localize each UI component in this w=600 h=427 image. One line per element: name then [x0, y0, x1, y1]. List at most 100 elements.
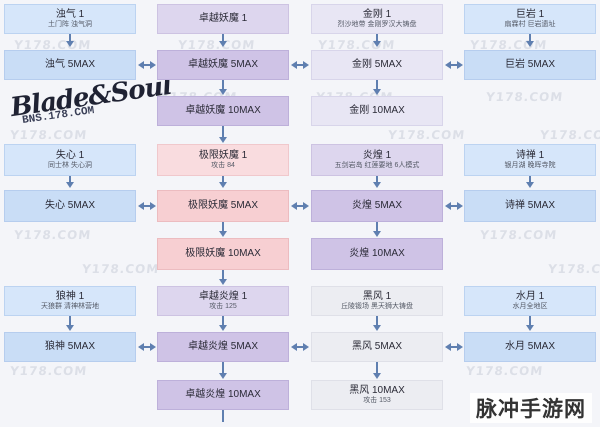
- node-title: 浊气 1: [55, 8, 85, 20]
- node-col3-r7: 黑风 1 丘陵锻场 黑天狮大铸盘: [311, 286, 443, 316]
- down-arrow-icon: [526, 182, 534, 188]
- node-title: 水月 5MAX: [504, 341, 555, 353]
- flow-connector: [222, 176, 224, 182]
- down-arrow-icon: [219, 279, 227, 285]
- down-arrow-icon: [373, 231, 381, 237]
- node-subtitle: 水月全地区: [512, 303, 548, 311]
- node-title: 失心 1: [55, 149, 85, 161]
- node-title: 卓越炎煌 10MAX: [185, 389, 261, 401]
- node-col3-r9: 黑风 10MAX 攻击 153: [311, 380, 443, 410]
- node-col3-r3: 金刚 10MAX: [311, 96, 443, 126]
- node-title: 黑风 5MAX: [351, 341, 402, 353]
- node-subtitle: 丘陵锻场 黑天狮大铸盘: [341, 303, 413, 311]
- node-col2-r5: 极限妖魔 5MAX: [157, 190, 289, 222]
- node-title: 卓越炎煌 1: [198, 290, 248, 302]
- node-title: 狼神 1: [55, 290, 85, 302]
- node-col2-r4: 极限妖魔 1 攻击 84: [157, 144, 289, 176]
- flow-connector: [529, 176, 531, 182]
- down-arrow-icon: [219, 373, 227, 379]
- node-title: 金刚 10MAX: [349, 105, 405, 117]
- down-arrow-icon: [66, 41, 74, 47]
- node-title: 浊气 5MAX: [44, 59, 95, 71]
- node-subtitle: 天狼群 清神林营地: [41, 303, 99, 311]
- node-col4-r5: 水月 1 水月全地区: [464, 286, 596, 316]
- blade-and-soul-logo: Blade&Soul BNS.178.COM: [2, 71, 173, 136]
- node-title: 水月 1: [515, 290, 545, 302]
- node-col2-r2: 卓越妖魔 5MAX: [157, 50, 289, 80]
- node-col3-r2: 金刚 5MAX: [311, 50, 443, 80]
- node-title: 诗禅 5MAX: [504, 200, 555, 212]
- node-col4-r6: 水月 5MAX: [464, 332, 596, 362]
- node-col1-r1: 浊气 1 土门阵 浊气洞: [4, 4, 136, 34]
- flow-connector: [376, 362, 378, 374]
- flow-connector: [376, 34, 378, 41]
- node-title: 黑风 1: [362, 290, 392, 302]
- node-col4-r4: 诗禅 5MAX: [464, 190, 596, 222]
- watermark: Y178.COM: [81, 262, 160, 276]
- node-title: 炎煌 10MAX: [349, 248, 405, 260]
- double-arrow-icon: [291, 202, 309, 210]
- node-col4-r2: 巨岩 5MAX: [464, 50, 596, 80]
- node-title: 极限妖魔 1: [198, 149, 248, 161]
- flow-connector: [222, 222, 224, 231]
- down-arrow-icon: [219, 89, 227, 95]
- double-arrow-icon: [291, 343, 309, 351]
- node-col3-r6: 炎煌 10MAX: [311, 238, 443, 270]
- node-subtitle: 银月湖 晚晖寺院: [504, 162, 556, 170]
- node-subtitle: 攻击 84: [211, 162, 235, 170]
- down-arrow-icon: [219, 325, 227, 331]
- node-title: 炎煌 1: [362, 149, 392, 161]
- node-col3-r1: 金刚 1 烈沙地带 金刚罗汉大铸盘: [311, 4, 443, 34]
- node-title: 巨岩 1: [515, 8, 545, 20]
- node-col1-r6: 狼神 5MAX: [4, 332, 136, 362]
- watermark: Y178.COM: [539, 128, 600, 142]
- down-arrow-icon: [373, 182, 381, 188]
- node-col2-r8: 卓越炎煌 5MAX: [157, 332, 289, 362]
- node-col2-r1: 卓越妖魔 1: [157, 4, 289, 34]
- down-arrow-icon: [526, 325, 534, 331]
- node-title: 极限妖魔 10MAX: [185, 248, 261, 260]
- flow-connector: [222, 270, 224, 280]
- flow-connector: [222, 80, 224, 89]
- flow-connector: [222, 126, 224, 138]
- double-arrow-icon: [138, 61, 156, 69]
- flow-connector: [222, 410, 224, 422]
- flow-connector: [376, 222, 378, 231]
- node-subtitle: 扇霖村 巨岩遗址: [504, 21, 556, 29]
- down-arrow-icon: [66, 325, 74, 331]
- down-arrow-icon: [373, 325, 381, 331]
- node-subtitle: 同士林 失心洞: [48, 162, 92, 170]
- node-title: 黑风 10MAX: [349, 384, 405, 396]
- node-subtitle: 五剑岩岛 红莲要地 6人模式: [334, 162, 420, 170]
- flow-connector: [69, 176, 71, 182]
- down-arrow-icon: [219, 231, 227, 237]
- flow-connector: [376, 80, 378, 89]
- node-col2-r6: 极限妖魔 10MAX: [157, 238, 289, 270]
- node-title: 卓越妖魔 5MAX: [187, 59, 258, 71]
- flow-connector: [222, 316, 224, 326]
- double-arrow-icon: [291, 61, 309, 69]
- down-arrow-icon: [219, 41, 227, 47]
- watermark: Y178.COM: [485, 90, 564, 104]
- double-arrow-icon: [138, 202, 156, 210]
- node-title: 巨岩 5MAX: [504, 59, 555, 71]
- node-col1-r3: 失心 1 同士林 失心洞: [4, 144, 136, 176]
- double-arrow-icon: [445, 202, 463, 210]
- double-arrow-icon: [445, 61, 463, 69]
- node-col1-r2: 浊气 5MAX: [4, 50, 136, 80]
- node-col3-r4: 炎煌 1 五剑岩岛 红莲要地 6人模式: [311, 144, 443, 176]
- watermark: Y178.COM: [479, 228, 558, 242]
- node-col1-r4: 失心 5MAX: [4, 190, 136, 222]
- down-arrow-icon: [373, 41, 381, 47]
- node-col4-r1: 巨岩 1 扇霖村 巨岩遗址: [464, 4, 596, 34]
- down-arrow-icon: [526, 41, 534, 47]
- node-col3-r5: 炎煌 5MAX: [311, 190, 443, 222]
- node-title: 卓越妖魔 10MAX: [185, 105, 261, 117]
- node-title: 卓越妖魔 1: [198, 13, 248, 25]
- flow-connector: [529, 316, 531, 326]
- node-subtitle: 烈沙地带 金刚罗汉大铸盘: [337, 21, 417, 29]
- down-arrow-icon: [219, 137, 227, 143]
- down-arrow-icon: [219, 182, 227, 188]
- node-col2-r3: 卓越妖魔 10MAX: [157, 96, 289, 126]
